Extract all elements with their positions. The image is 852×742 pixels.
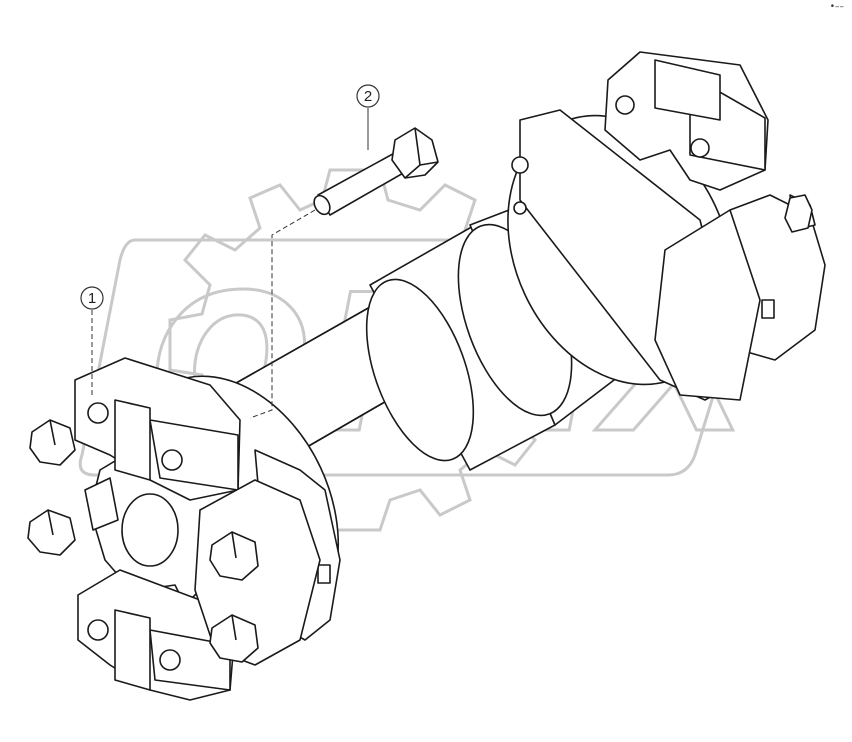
left-yoke-top	[74, 357, 241, 501]
right-yoke-side	[654, 194, 826, 401]
callout-2-number: 2	[364, 88, 372, 105]
callout-1-number: 1	[88, 290, 96, 307]
leader-line-item-2	[249, 209, 316, 419]
left-bolt-2	[27, 509, 76, 556]
left-yoke-bottom	[77, 569, 236, 701]
corner-mark: •––	[829, 2, 844, 12]
callout-1: 1	[80, 286, 104, 310]
bolt-item-2	[313, 127, 439, 216]
right-yoke-top	[604, 51, 769, 191]
left-bolt-3	[209, 531, 259, 581]
right-bolt	[784, 194, 813, 233]
left-bolt-1	[29, 419, 76, 466]
leader-lines	[91, 209, 316, 419]
callout-2: 2	[356, 84, 380, 108]
left-bolt-4	[209, 614, 259, 663]
